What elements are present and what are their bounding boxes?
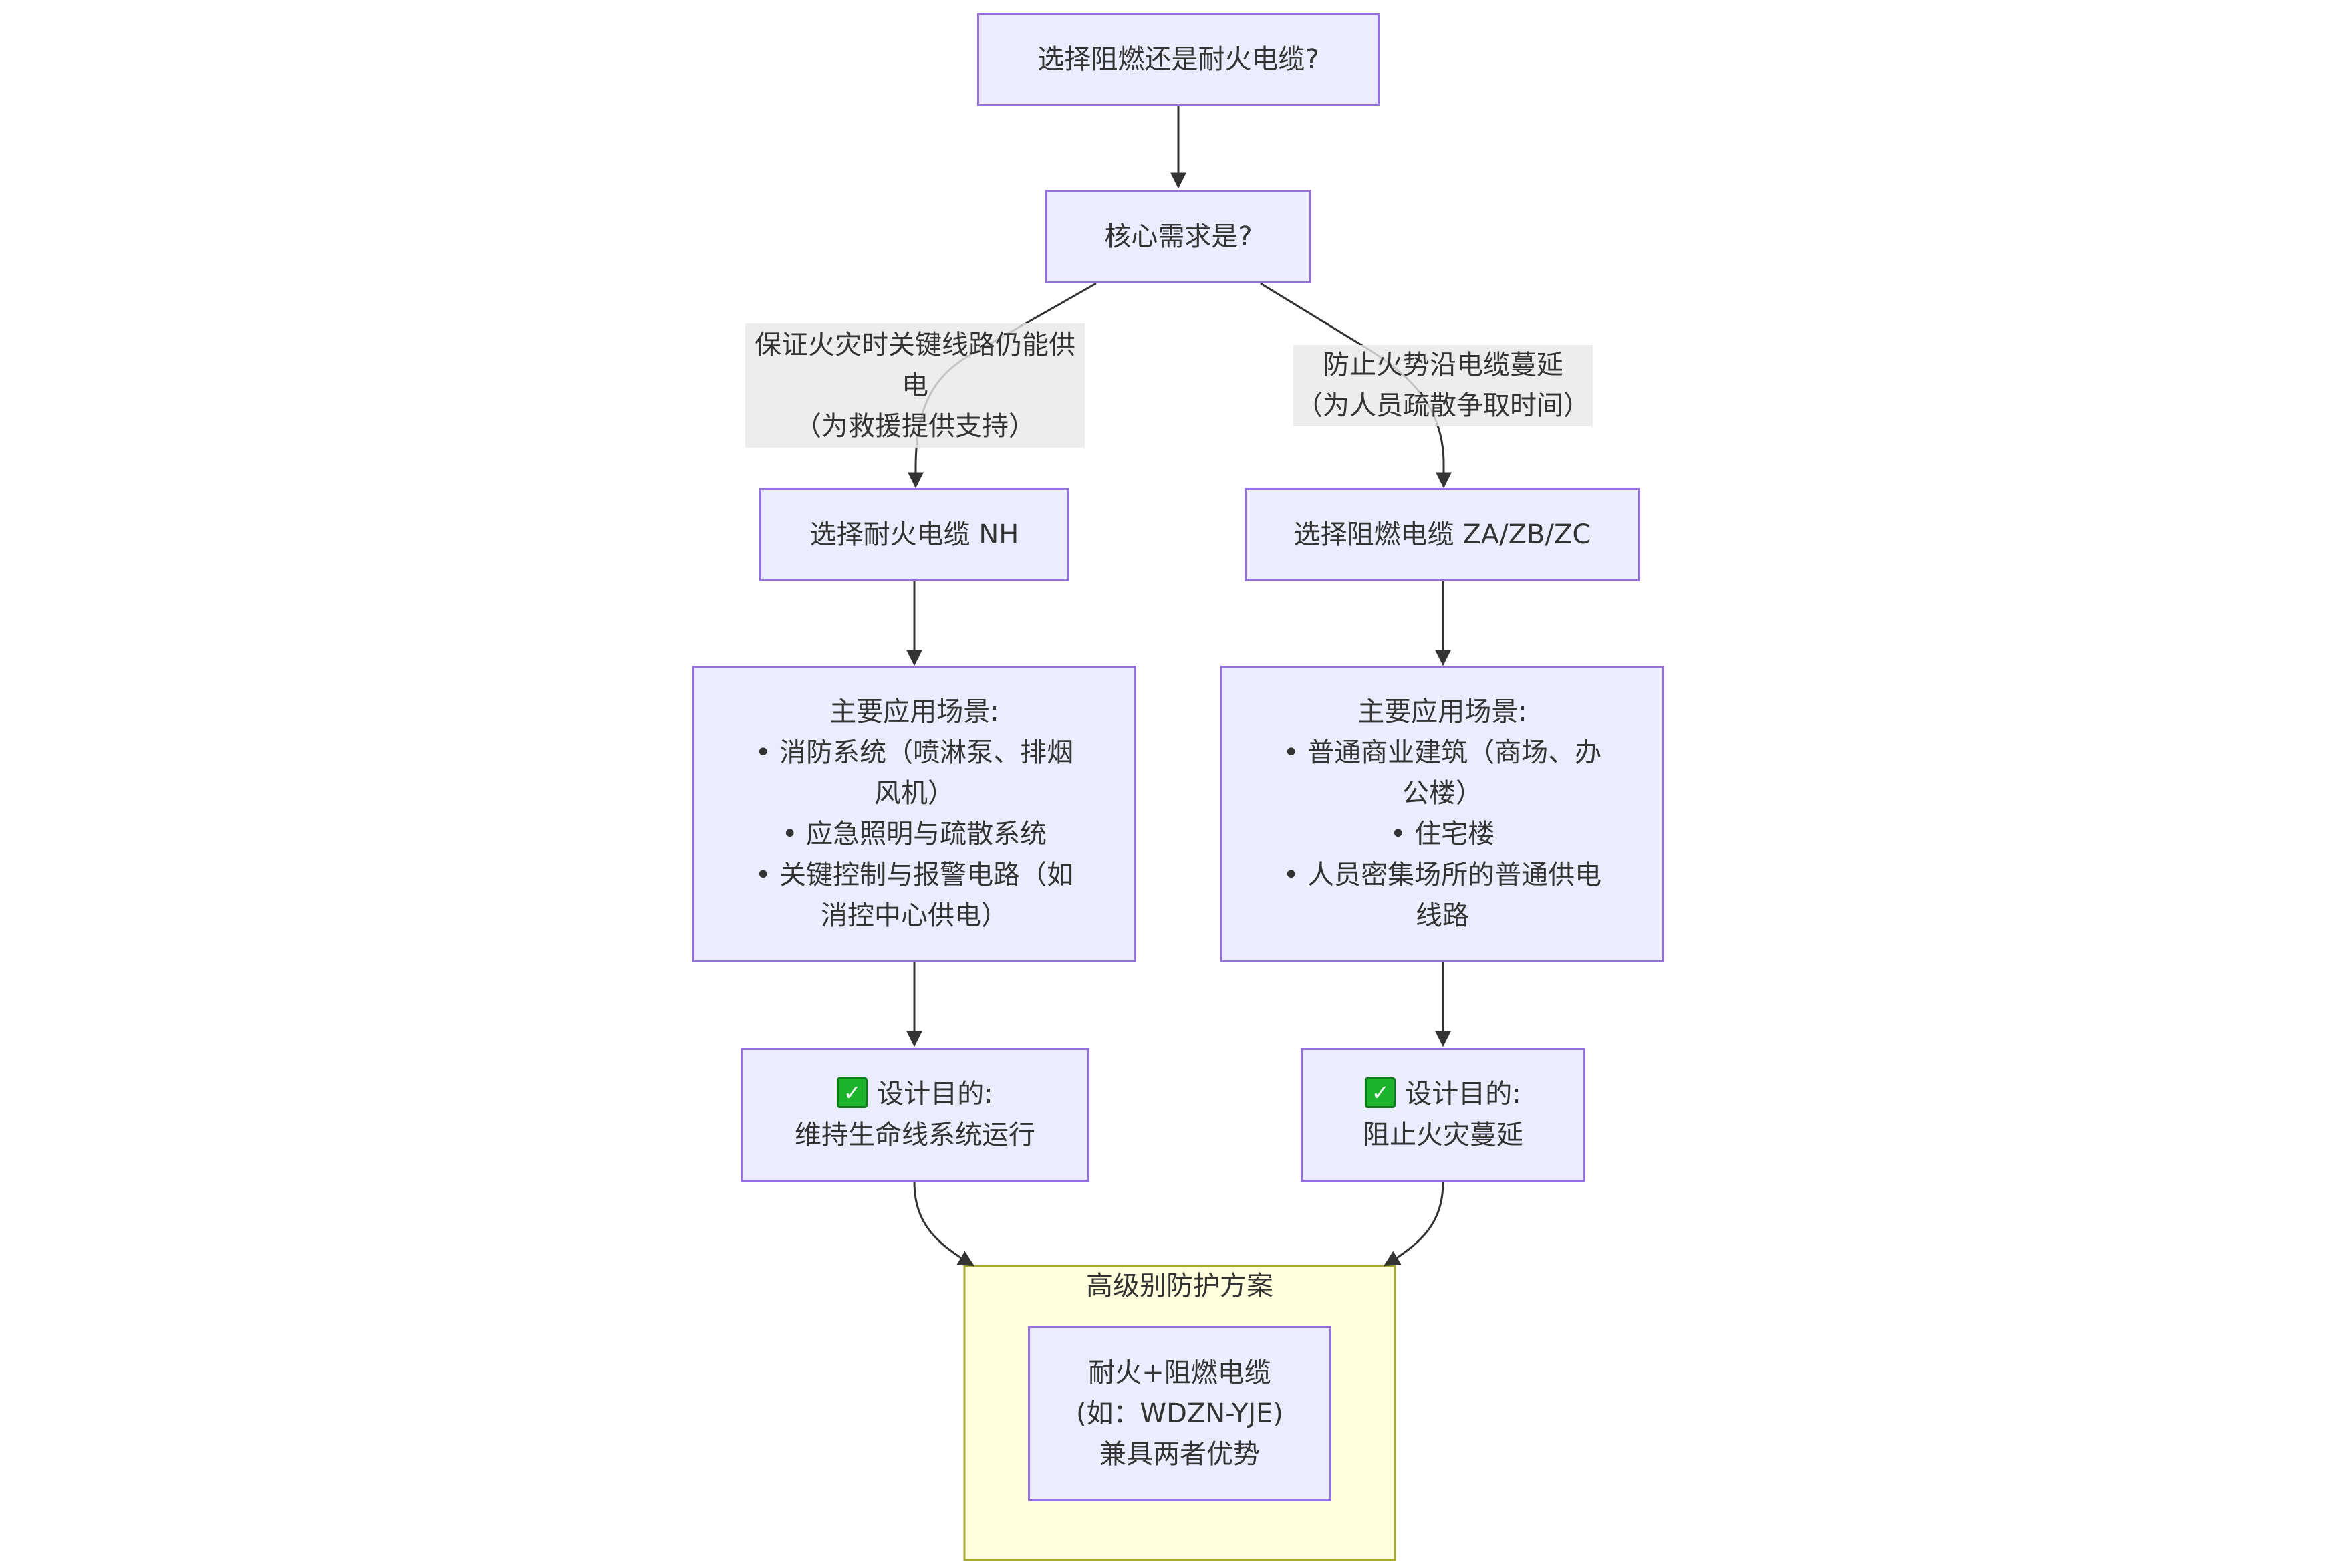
node-text: 维持生命线系统运行 [795,1120,1035,1150]
node-start-question: 选择阻燃还是耐火电缆? [977,13,1380,106]
node-choose-fire-resistant: 选择耐火电缆 NH [759,488,1069,581]
node-text: 线路 [1416,900,1469,931]
node-text: • 住宅楼 [1390,819,1495,850]
node-text: • 普通商业建筑（商场、办 [1283,737,1602,768]
node-fire-resistant-scenes: 主要应用场景: • 消防系统（喷淋泵、排烟 风机） • 应急照明与疏散系统 • … [692,666,1136,962]
node-goal-title: 设计目的: [1405,1079,1521,1109]
node-text: 主要应用场景: [1357,696,1527,727]
node-text: 选择阻燃还是耐火电缆? [1037,43,1319,75]
node-combined-cable: 耐火+阻燃电缆 (如：WDZN-YJE) 兼具两者优势 [1028,1326,1331,1501]
node-text: • 消防系统（喷淋泵、排烟 [755,737,1074,768]
check-mark-icon: ✓ [837,1077,868,1108]
node-text: 风机） [874,778,954,809]
node-text: 消控中心供电） [821,900,1008,931]
edge-label-flame-retardant-need: 防止火势沿电缆蔓延 （为人员疏散争取时间） [1293,345,1593,426]
node-goal-title-row: ✓ 设计目的: [1365,1074,1521,1115]
node-text: • 应急照明与疏散系统 [781,819,1047,850]
node-goal-title: 设计目的: [877,1079,993,1109]
node-text: 兼具两者优势 [1099,1438,1260,1470]
edge-nh-goal-to-cluster [913,1181,975,1267]
edge-label-line: 保证火灾时关键线路仍能供 [755,329,1075,360]
node-text: 核心需求是? [1104,221,1253,252]
node-text: 阻止火灾蔓延 [1363,1120,1523,1150]
edge-label-line: 防止火势沿电缆蔓延 [1323,350,1563,380]
cluster-title: 高级别防护方案 [1086,1271,1273,1301]
node-text: 选择阻燃电缆 ZA/ZB/ZC [1293,519,1591,550]
node-core-need: 核心需求是? [1045,190,1311,283]
check-mark-icon: ✓ [1365,1077,1396,1108]
node-goal-title-row: ✓ 设计目的: [837,1074,993,1115]
edge-label-line: 电 [902,370,928,401]
node-text: (如：WDZN-YJE) [1075,1398,1284,1429]
node-flame-retardant-goal: ✓ 设计目的: 阻止火灾蔓延 [1301,1048,1585,1182]
edge-label-line: （为人员疏散争取时间） [1296,390,1590,421]
node-text: 耐火+阻燃电缆 [1088,1357,1271,1388]
node-text: • 关键控制与报警电路（如 [755,860,1074,890]
node-text: 选择耐火电缆 NH [809,519,1019,550]
node-text: • 人员密集场所的普通供电 [1283,860,1602,890]
node-choose-flame-retardant: 选择阻燃电缆 ZA/ZB/ZC [1245,488,1640,581]
edge-zr-goal-to-cluster [1383,1181,1444,1267]
node-text: 公楼） [1402,778,1482,809]
edge-label-fire-resistant-need: 保证火灾时关键线路仍能供 电 （为救援提供支持） [745,323,1085,448]
node-fire-resistant-goal: ✓ 设计目的: 维持生命线系统运行 [741,1048,1089,1182]
node-flame-retardant-scenes: 主要应用场景: • 普通商业建筑（商场、办 公楼） • 住宅楼 • 人员密集场所… [1220,666,1664,962]
node-text: 主要应用场景: [829,696,999,727]
edge-label-line: （为救援提供支持） [795,410,1035,442]
